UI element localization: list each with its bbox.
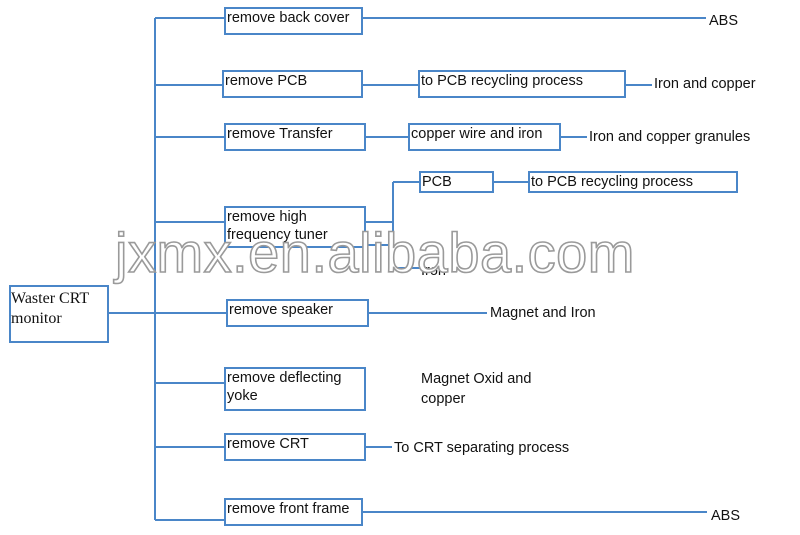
pcb-recycling-process-box: to PCB recycling process	[418, 70, 626, 98]
step-remove-hf-tuner: remove high frequency tuner	[224, 206, 366, 248]
tuner-pcb-box: PCB	[419, 171, 494, 193]
output-iron-and-copper: Iron and copper	[654, 76, 756, 92]
step-remove-deflecting-yoke: remove deflecting yoke	[224, 367, 366, 411]
output-magnet-oxid-copper: Magnet Oxid and copper	[421, 371, 532, 407]
output-crt-separating-process: To CRT separating process	[394, 440, 570, 456]
step-remove-pcb: remove PCB	[222, 70, 363, 98]
root-node: Waster CRT monitor	[9, 285, 109, 343]
tuner-pcb-recycling-process-box: to PCB recycling process	[528, 171, 738, 193]
output-back-cover-abs: ABS	[709, 13, 739, 29]
output-front-frame-abs: ABS	[711, 508, 741, 524]
output-magnet-and-iron: Magnet and Iron	[490, 305, 596, 321]
step-remove-front-frame: remove front frame	[224, 498, 363, 526]
step-remove-transfer: remove Transfer	[224, 123, 366, 151]
step-remove-speaker: remove speaker	[226, 299, 369, 327]
step-remove-back-cover: remove back cover	[224, 7, 363, 35]
output-tuner-iron: Iron	[421, 263, 446, 279]
step-remove-crt: remove CRT	[224, 433, 366, 461]
output-iron-copper-granules: Iron and copper granules	[589, 129, 751, 145]
copper-wire-iron-box: copper wire and iron	[408, 123, 561, 151]
